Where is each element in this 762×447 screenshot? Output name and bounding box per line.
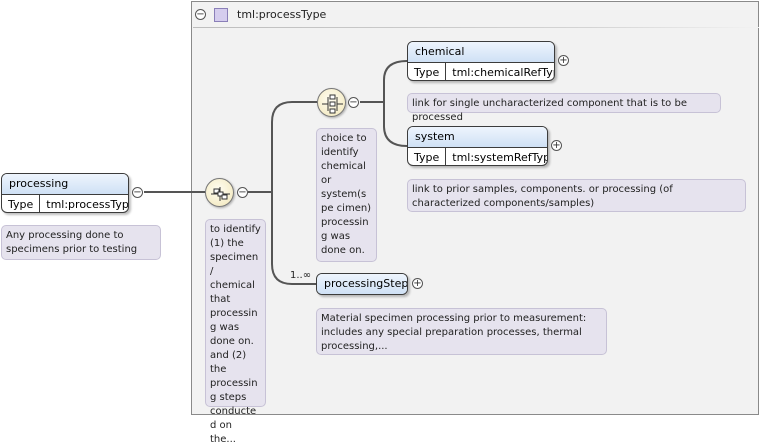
sequence-annotation: to identify (1) the specimen/ chemical t… bbox=[205, 219, 266, 445]
complex-type-title: tml:processType bbox=[237, 8, 327, 21]
choice-compositor[interactable] bbox=[317, 88, 346, 117]
type-value: tml:chemicalRefType bbox=[452, 66, 554, 79]
processing-annotation: Any processing done to specimens prior t… bbox=[1, 225, 161, 260]
chemical-annotation: link for single uncharacterized componen… bbox=[407, 93, 721, 123]
connector-sequence-branch bbox=[271, 101, 316, 285]
connector-choice-branch bbox=[383, 60, 408, 147]
collapse-type-button[interactable]: − bbox=[195, 9, 206, 20]
chemical-element[interactable]: chemical Type tml:chemicalRefType bbox=[407, 41, 555, 81]
collapse-processing-button[interactable]: − bbox=[132, 187, 143, 198]
processing-element[interactable]: processing Type tml:processType bbox=[1, 173, 129, 213]
processingstep-multiplicity: 1..∞ bbox=[290, 270, 312, 281]
system-annotation: link to prior samples, components. or pr… bbox=[407, 179, 746, 212]
collapse-sequence-button[interactable]: − bbox=[237, 187, 248, 198]
processingstep-element-name: processingStep bbox=[317, 274, 407, 294]
type-value: tml:systemRefType bbox=[452, 151, 548, 164]
system-element[interactable]: system Type tml:systemRefType bbox=[407, 126, 548, 166]
chemical-type-row: Type tml:chemicalRefType bbox=[408, 63, 554, 80]
type-label: Type bbox=[2, 195, 41, 212]
processing-element-name: processing bbox=[2, 174, 128, 195]
type-label: Type bbox=[408, 63, 447, 80]
complex-type-icon bbox=[214, 8, 228, 22]
chemical-element-name: chemical bbox=[408, 42, 554, 63]
type-value: tml:processType bbox=[46, 198, 129, 211]
sequence-icon bbox=[211, 187, 230, 201]
system-type-row: Type tml:systemRefType bbox=[408, 148, 548, 165]
choice-annotation: choice to identify chemical or system(sp… bbox=[316, 128, 377, 262]
sequence-compositor[interactable] bbox=[205, 178, 234, 207]
expand-processingstep-button[interactable]: + bbox=[412, 278, 423, 289]
type-label: Type bbox=[408, 148, 447, 165]
system-element-name: system bbox=[408, 127, 547, 148]
collapse-choice-button[interactable]: − bbox=[348, 97, 359, 108]
expand-system-button[interactable]: + bbox=[551, 140, 562, 151]
processing-type-row: Type tml:processType bbox=[2, 195, 129, 212]
processingstep-element[interactable]: processingStep bbox=[316, 273, 408, 295]
header-divider bbox=[193, 27, 759, 28]
processingstep-annotation: Material specimen processing prior to me… bbox=[316, 308, 607, 355]
choice-icon bbox=[322, 94, 343, 114]
expand-chemical-button[interactable]: + bbox=[558, 55, 569, 66]
connector-lines bbox=[144, 60, 408, 285]
